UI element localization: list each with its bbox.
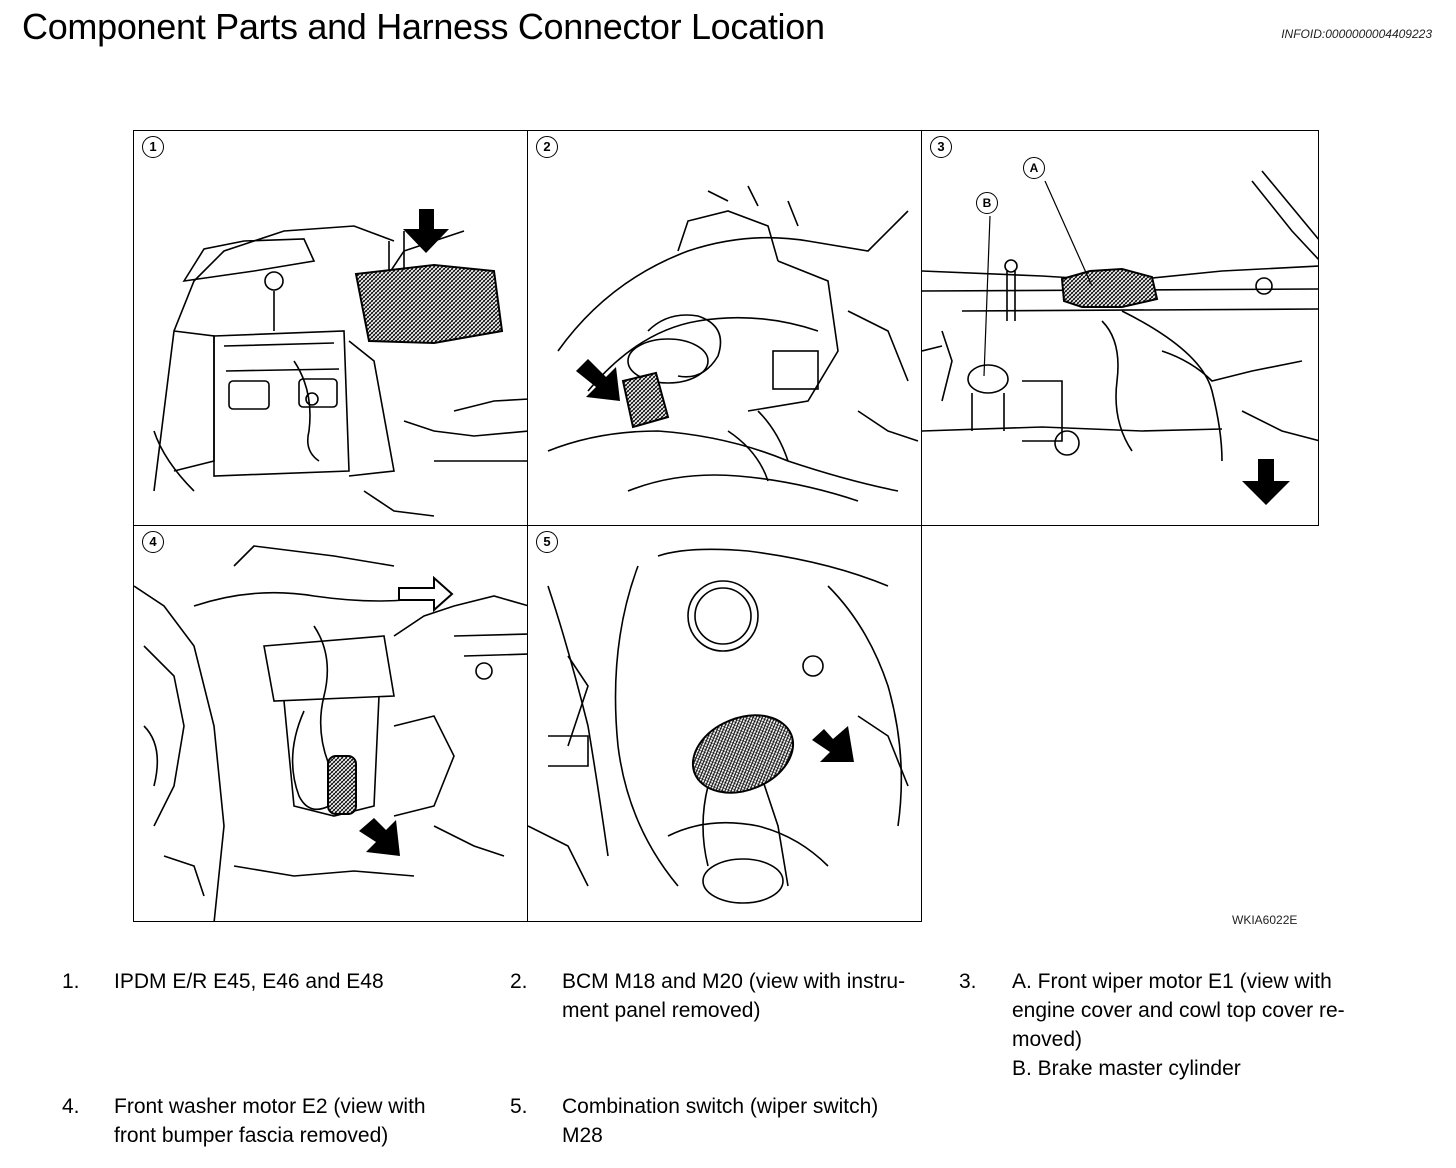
legend-text: A. Front wiper motor E1 (view with	[1012, 970, 1332, 993]
legend-text: Front washer motor E2 (view with	[114, 1095, 426, 1118]
bcm-illustration	[547, 185, 919, 502]
panel-2-bcm: 2	[527, 130, 922, 526]
legend-text: ment panel removed)	[562, 999, 761, 1022]
panel-5-combination-switch: 5	[527, 525, 922, 922]
legend-number: 3.	[959, 970, 977, 993]
legend-text: BCM M18 and M20 (view with instru-	[562, 970, 906, 993]
legend-number: 2.	[510, 970, 528, 993]
panel-4-washer-motor: 4	[133, 525, 528, 922]
combination-switch-illustration	[528, 548, 909, 904]
legend-text: M28	[562, 1124, 603, 1147]
panel-number-2: 2	[536, 136, 558, 158]
legend-text: IPDM E/R E45, E46 and E48	[114, 970, 384, 993]
legend-text: Combination switch (wiper switch)	[562, 1095, 879, 1118]
panel-3-wiper-motor: 3 A B	[921, 130, 1319, 526]
legend-text: B. Brake master cylinder	[1012, 1057, 1241, 1080]
ipdm-illustration	[153, 209, 527, 517]
legend-number: 5.	[510, 1095, 528, 1118]
panel-number-5: 5	[536, 531, 558, 553]
panel-1-ipdm: 1	[133, 130, 528, 526]
panel-number-3: 3	[930, 136, 952, 158]
panel-number-4: 4	[142, 531, 164, 553]
legend-text: engine cover and cowl top cover re-	[1012, 999, 1345, 1022]
component-figure: 1	[133, 130, 1319, 922]
legend-text: moved)	[1012, 1028, 1083, 1051]
washer-motor-illustration	[134, 545, 527, 921]
callout-a: A	[1023, 157, 1045, 179]
page-title: Component Parts and Harness Connector Lo…	[22, 6, 825, 47]
legend-number: 1.	[62, 970, 80, 993]
wiper-motor-illustration	[922, 170, 1318, 505]
callout-b: B	[976, 192, 998, 214]
info-id: INFOID:0000000004409223	[1281, 27, 1432, 41]
legend-number: 4.	[62, 1095, 80, 1118]
legend-text: front bumper fascia removed)	[114, 1124, 389, 1147]
panel-number-1: 1	[142, 136, 164, 158]
figure-id: WKIA6022E	[1232, 913, 1298, 927]
